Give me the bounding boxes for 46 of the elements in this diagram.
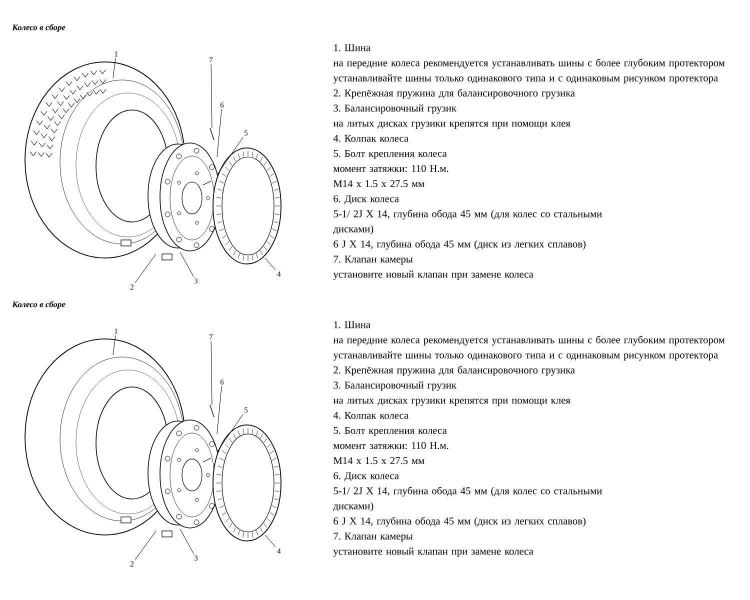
list-text: 1. Шина xyxy=(334,44,370,52)
list-text: момент затяжки: 110 Н.м. xyxy=(333,165,448,172)
list-text: 3. Балансировочный грузик xyxy=(334,381,456,391)
list-text: 2. Крепёжная пружина для балансировочного грузика xyxy=(334,366,575,376)
leader-line xyxy=(134,530,156,560)
list-text: 6. Диск колеса xyxy=(334,195,399,204)
list-text: 3. Балансировочный грузик xyxy=(334,104,456,114)
leader-line xyxy=(134,254,156,284)
leader-line xyxy=(112,334,116,356)
list-text: устанавливайте шины только одинакового типа и с одинаковым рисунком протектора xyxy=(333,74,718,84)
list-text: 5-1/ 2J X 14, глубина обода 45 мм (для колес со стальными дисками) xyxy=(333,210,602,234)
list-text: на литых дисках грузики крепятся при помощи клея xyxy=(333,122,570,129)
leader-line xyxy=(180,252,194,278)
list-text: M14 x 1.5 x 27.5 мм xyxy=(334,457,424,464)
leader-line xyxy=(210,340,212,406)
leader-line xyxy=(216,386,222,434)
list-text: 5-1/ 2J X 14, глубина обода 45 мм (для колес со стальными дисками) xyxy=(333,486,602,512)
leader-line xyxy=(180,528,194,554)
heading: Колесо в сборе xyxy=(12,24,66,32)
list-text: 5. Болт крепления колеса xyxy=(334,150,447,160)
leader-line xyxy=(112,58,116,78)
leader-line xyxy=(210,64,212,128)
heading: Колесо в сборе xyxy=(12,301,66,309)
list-text: на передние колеса рекомендуется устанавливать шины с более глубоким протектором xyxy=(333,58,725,68)
list-text: 1. Шина xyxy=(334,321,370,328)
list-text: M14 x 1.5 x 27.5 мм xyxy=(334,180,424,188)
leader-line xyxy=(216,414,244,452)
leader-line xyxy=(216,136,244,176)
list-text: 7. Клапан камеры xyxy=(334,256,413,265)
list-text: 7. Клапан камеры xyxy=(334,532,413,542)
list-text: на литых дисках грузики крепятся при помощи клея xyxy=(333,398,570,406)
leader-line xyxy=(264,258,276,270)
list-text: устанавливайте шины только одинакового типа и с одинаковым рисунком протектора xyxy=(333,351,718,361)
list-text: 4. Колпак колеса xyxy=(333,412,408,419)
list-text: 6 J X 14, глубина обода 45 мм (диск из легких сплавов) xyxy=(334,240,586,250)
list-text: установите новый клапан при замене колеса xyxy=(333,270,534,280)
leader-line xyxy=(264,534,276,548)
list-text: 6 J X 14, глубина обода 45 мм (диск из легких сплавов) xyxy=(334,517,586,527)
list-text: установите новый клапан при замене колеса xyxy=(333,548,534,557)
list-text: 4. Колпак колеса xyxy=(333,134,408,142)
list-text: момент затяжки: 110 Н.м. xyxy=(333,442,448,450)
list-text: на передние колеса рекомендуется устанавливать шины с более глубоким протектором xyxy=(333,336,725,346)
list-text: 6. Диск колеса xyxy=(334,472,399,482)
list-text: 2. Крепёжная пружина для балансировочного грузика xyxy=(334,89,575,99)
leader-line xyxy=(216,108,222,158)
list-text: 5. Болт крепления колеса xyxy=(334,427,447,436)
